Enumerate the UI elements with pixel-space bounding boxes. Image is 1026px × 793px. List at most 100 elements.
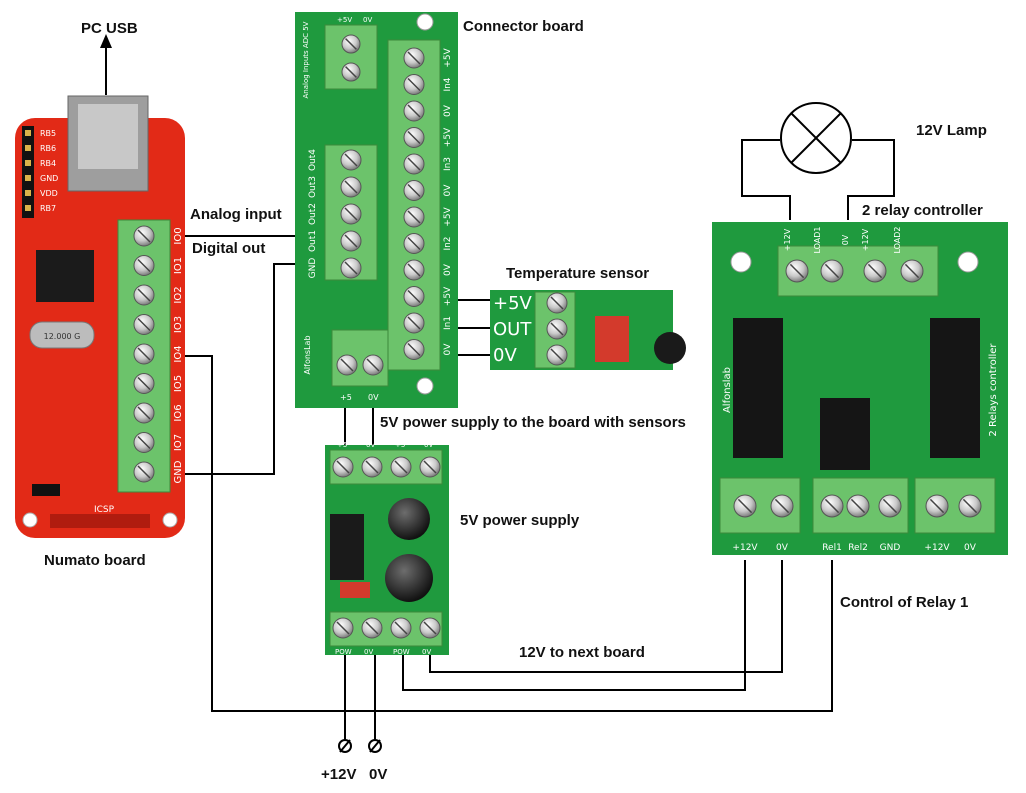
screw-terminal-icon xyxy=(341,62,361,82)
screw-terminal-icon xyxy=(133,402,155,424)
pin-label: 0V xyxy=(364,648,373,656)
pin-label: +5V xyxy=(337,16,352,24)
pin-label: +5 xyxy=(337,441,347,449)
screw-terminal-icon xyxy=(820,494,844,518)
pin-label: 0V xyxy=(366,441,375,449)
pin-label: POW xyxy=(393,648,410,656)
screw-terminal-icon xyxy=(361,617,383,639)
pin-label: 0V xyxy=(443,184,453,197)
mounting-hole-icon xyxy=(416,13,434,31)
supply-terminals xyxy=(338,739,382,753)
pin-label: GND xyxy=(40,174,58,183)
pin-label: AlfonsLab xyxy=(303,335,312,374)
screw-terminal-icon xyxy=(133,432,155,453)
lamp-label: 12V Lamp xyxy=(916,122,987,139)
screw-terminal-icon xyxy=(546,318,568,340)
screw-terminal-icon xyxy=(403,233,425,254)
screw-terminal-icon xyxy=(925,494,949,518)
screw-terminal-icon xyxy=(133,373,155,394)
screw-terminal-icon xyxy=(403,74,425,95)
relay1-icon xyxy=(733,318,783,458)
pin-label: GND xyxy=(308,258,318,279)
screw-terminal-icon xyxy=(878,494,902,518)
next-board-plus-wire xyxy=(402,560,746,691)
mounting-hole-icon xyxy=(162,512,178,528)
screw-terminal-icon xyxy=(403,339,425,360)
crystal-icon xyxy=(29,321,95,349)
pin-label: +5V xyxy=(443,206,453,226)
pin-label: +12V xyxy=(861,228,870,251)
pin-label: 0V xyxy=(841,234,850,245)
pin-label: IO7 xyxy=(173,434,184,451)
screw-terminal-icon xyxy=(133,343,155,365)
capacitor-icon xyxy=(595,316,629,362)
pin-label: 0V xyxy=(363,16,372,24)
screw-terminal-icon xyxy=(362,354,384,376)
pin-label: LOAD2 xyxy=(893,226,902,253)
pin-label: IO6 xyxy=(173,404,184,421)
pin-label: +5 xyxy=(340,393,352,402)
screw-terminal-icon xyxy=(900,259,924,283)
screw-terminal-icon xyxy=(340,257,362,279)
screw-terminal-icon xyxy=(820,259,844,283)
mounting-hole-icon xyxy=(957,251,979,273)
pin-label: In4 xyxy=(443,77,453,91)
mounting-hole-icon xyxy=(22,512,38,528)
pin-label: +12V xyxy=(732,543,758,553)
pin-label: POW xyxy=(335,648,352,656)
pin-label: +12V xyxy=(783,228,792,251)
screw-terminal-icon xyxy=(133,284,155,306)
temperature-probe-icon xyxy=(654,332,686,364)
screw-terminal-icon xyxy=(133,225,155,247)
relay1-control-label: Control of Relay 1 xyxy=(840,594,969,611)
relay2-icon xyxy=(930,318,980,458)
screw-terminal-icon xyxy=(733,494,757,518)
analog-input-label: Analog input xyxy=(190,206,282,223)
digital-out-label: Digital out xyxy=(192,240,266,257)
lamp-icon xyxy=(780,102,852,174)
screw-terminal-icon xyxy=(361,456,383,478)
screw-terminal-icon xyxy=(403,206,425,228)
screw-terminal-icon xyxy=(403,127,425,148)
pin-label: +5 xyxy=(395,441,405,449)
pin-label: In2 xyxy=(443,236,453,250)
screw-terminal-icon xyxy=(336,354,358,376)
crystal-label: 12.000 G xyxy=(44,332,81,341)
lamp-wire-right xyxy=(847,139,895,220)
zero-v-label: 0V xyxy=(369,766,388,783)
pin-label: RB4 xyxy=(40,159,56,168)
screw-terminal-icon xyxy=(785,259,809,283)
pin-label: 0V xyxy=(422,648,431,656)
screw-terminal-icon xyxy=(390,617,412,639)
microcontroller-chip-icon xyxy=(36,250,94,302)
temperature-sensor-label: Temperature sensor xyxy=(506,265,650,282)
pin-label: Analog Inputs ADC 5V xyxy=(302,21,310,98)
pin-label: +12V xyxy=(924,543,950,553)
screw-terminal-icon xyxy=(403,47,425,69)
pin-label: +5V xyxy=(443,47,453,67)
screw-terminal-icon xyxy=(863,259,887,283)
screw-terminal-icon xyxy=(340,230,362,252)
pin-label: LOAD1 xyxy=(813,226,822,253)
next-board-label: 12V to next board xyxy=(519,644,645,661)
pin-label: 0V xyxy=(424,441,433,449)
pin-label: RB6 xyxy=(40,144,56,153)
screw-terminal-icon xyxy=(133,314,155,335)
relay-control-wire xyxy=(170,355,833,712)
pin-label: 0V xyxy=(776,543,789,553)
pin-label: GND xyxy=(173,460,184,483)
screw-terminal-icon xyxy=(403,286,425,307)
screw-terminal-icon xyxy=(340,149,362,171)
icsp-label: ICSP xyxy=(94,505,115,515)
screw-terminal-icon xyxy=(403,312,425,334)
power-supply-board: +5 0V +5 0V POW 0V POW 0V xyxy=(325,441,449,656)
capacitor-icon xyxy=(388,498,430,540)
pin-label: 0V xyxy=(443,263,453,276)
screw-terminal-icon xyxy=(403,153,425,175)
pin-label: 0V xyxy=(443,104,453,117)
pin-label: IO1 xyxy=(173,257,184,274)
